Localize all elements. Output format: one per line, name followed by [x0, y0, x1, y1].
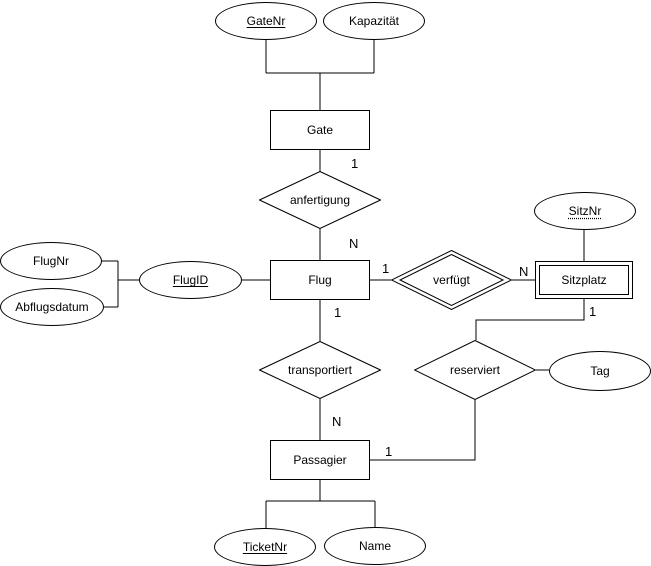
- attribute-flugid: FlugID: [139, 261, 242, 299]
- attribute-gatenr: GateNr: [215, 2, 317, 40]
- attribute-name-label: Name: [358, 539, 391, 553]
- cardinality-sitzplatz-reserviert: 1: [589, 304, 597, 319]
- attribute-sitznr-label: SitzNr: [568, 204, 602, 218]
- diamond-shape: [259, 341, 381, 399]
- cardinality-transportiert-passagier: N: [332, 414, 342, 429]
- weak-entity-sitzplatz: Sitzplatz: [535, 261, 633, 299]
- attribute-tag-label: Tag: [590, 364, 610, 378]
- relationship-transportiert-label: transportiert: [287, 363, 353, 377]
- entity-passagier-label: Passagier: [293, 453, 347, 467]
- attribute-ticketnr-label: TicketNr: [242, 540, 288, 554]
- attribute-abflugsdatum-label: Abflugsdatum: [15, 300, 89, 314]
- attribute-kapazitaet-label: Kapazität: [348, 14, 400, 28]
- entity-passagier: Passagier: [270, 440, 370, 480]
- attribute-abflugsdatum: Abflugsdatum: [0, 288, 104, 326]
- weak-entity-sitzplatz-label: Sitzplatz: [561, 273, 607, 287]
- attribute-flugnr-label: FlugNr: [32, 254, 69, 268]
- cardinality-verfuegt-sitzplatz: N: [519, 264, 529, 279]
- attribute-ticketnr: TicketNr: [214, 528, 316, 566]
- attribute-kapazitaet: Kapazität: [323, 2, 425, 40]
- attribute-name: Name: [324, 527, 426, 565]
- diamond-shape: [259, 171, 381, 229]
- attribute-gatenr-label: GateNr: [246, 14, 286, 28]
- entity-flug: Flug: [270, 260, 370, 300]
- cardinality-flug-verfuegt: 1: [382, 261, 390, 276]
- cardinality-anfertigung-flug: N: [349, 236, 359, 251]
- entity-flug-label: Flug: [308, 273, 332, 287]
- diamond-shape: [414, 340, 536, 400]
- relationship-reserviert-label: reserviert: [449, 363, 500, 377]
- identifying-relationship-verfuegt-label: verfügt: [433, 273, 470, 287]
- relationship-anfertigung-label: anfertigung: [289, 193, 351, 207]
- attribute-flugid-label: FlugID: [172, 273, 209, 287]
- cardinality-flug-transportiert: 1: [334, 305, 342, 320]
- relationship-reserviert: reserviert: [414, 340, 536, 400]
- weak-entity-sitzplatz-inner-border: Sitzplatz: [539, 265, 629, 295]
- attribute-sitznr: SitzNr: [534, 192, 636, 230]
- identifying-relationship-verfuegt: verfügt: [391, 250, 512, 310]
- relationship-anfertigung: anfertigung: [259, 171, 381, 229]
- connector-sitzplatz-reserviert: [475, 299, 585, 340]
- attribute-tag: Tag: [549, 351, 651, 391]
- cardinality-gate-anfertigung: 1: [351, 156, 359, 171]
- attribute-flugnr: FlugNr: [0, 242, 102, 280]
- entity-gate-label: Gate: [306, 123, 333, 137]
- connector-reserviert-passagier: [370, 400, 476, 461]
- relationship-transportiert: transportiert: [259, 341, 381, 399]
- double-diamond-shape: [391, 250, 512, 310]
- cardinality-passagier-reserviert: 1: [385, 444, 393, 459]
- entity-gate: Gate: [270, 110, 370, 150]
